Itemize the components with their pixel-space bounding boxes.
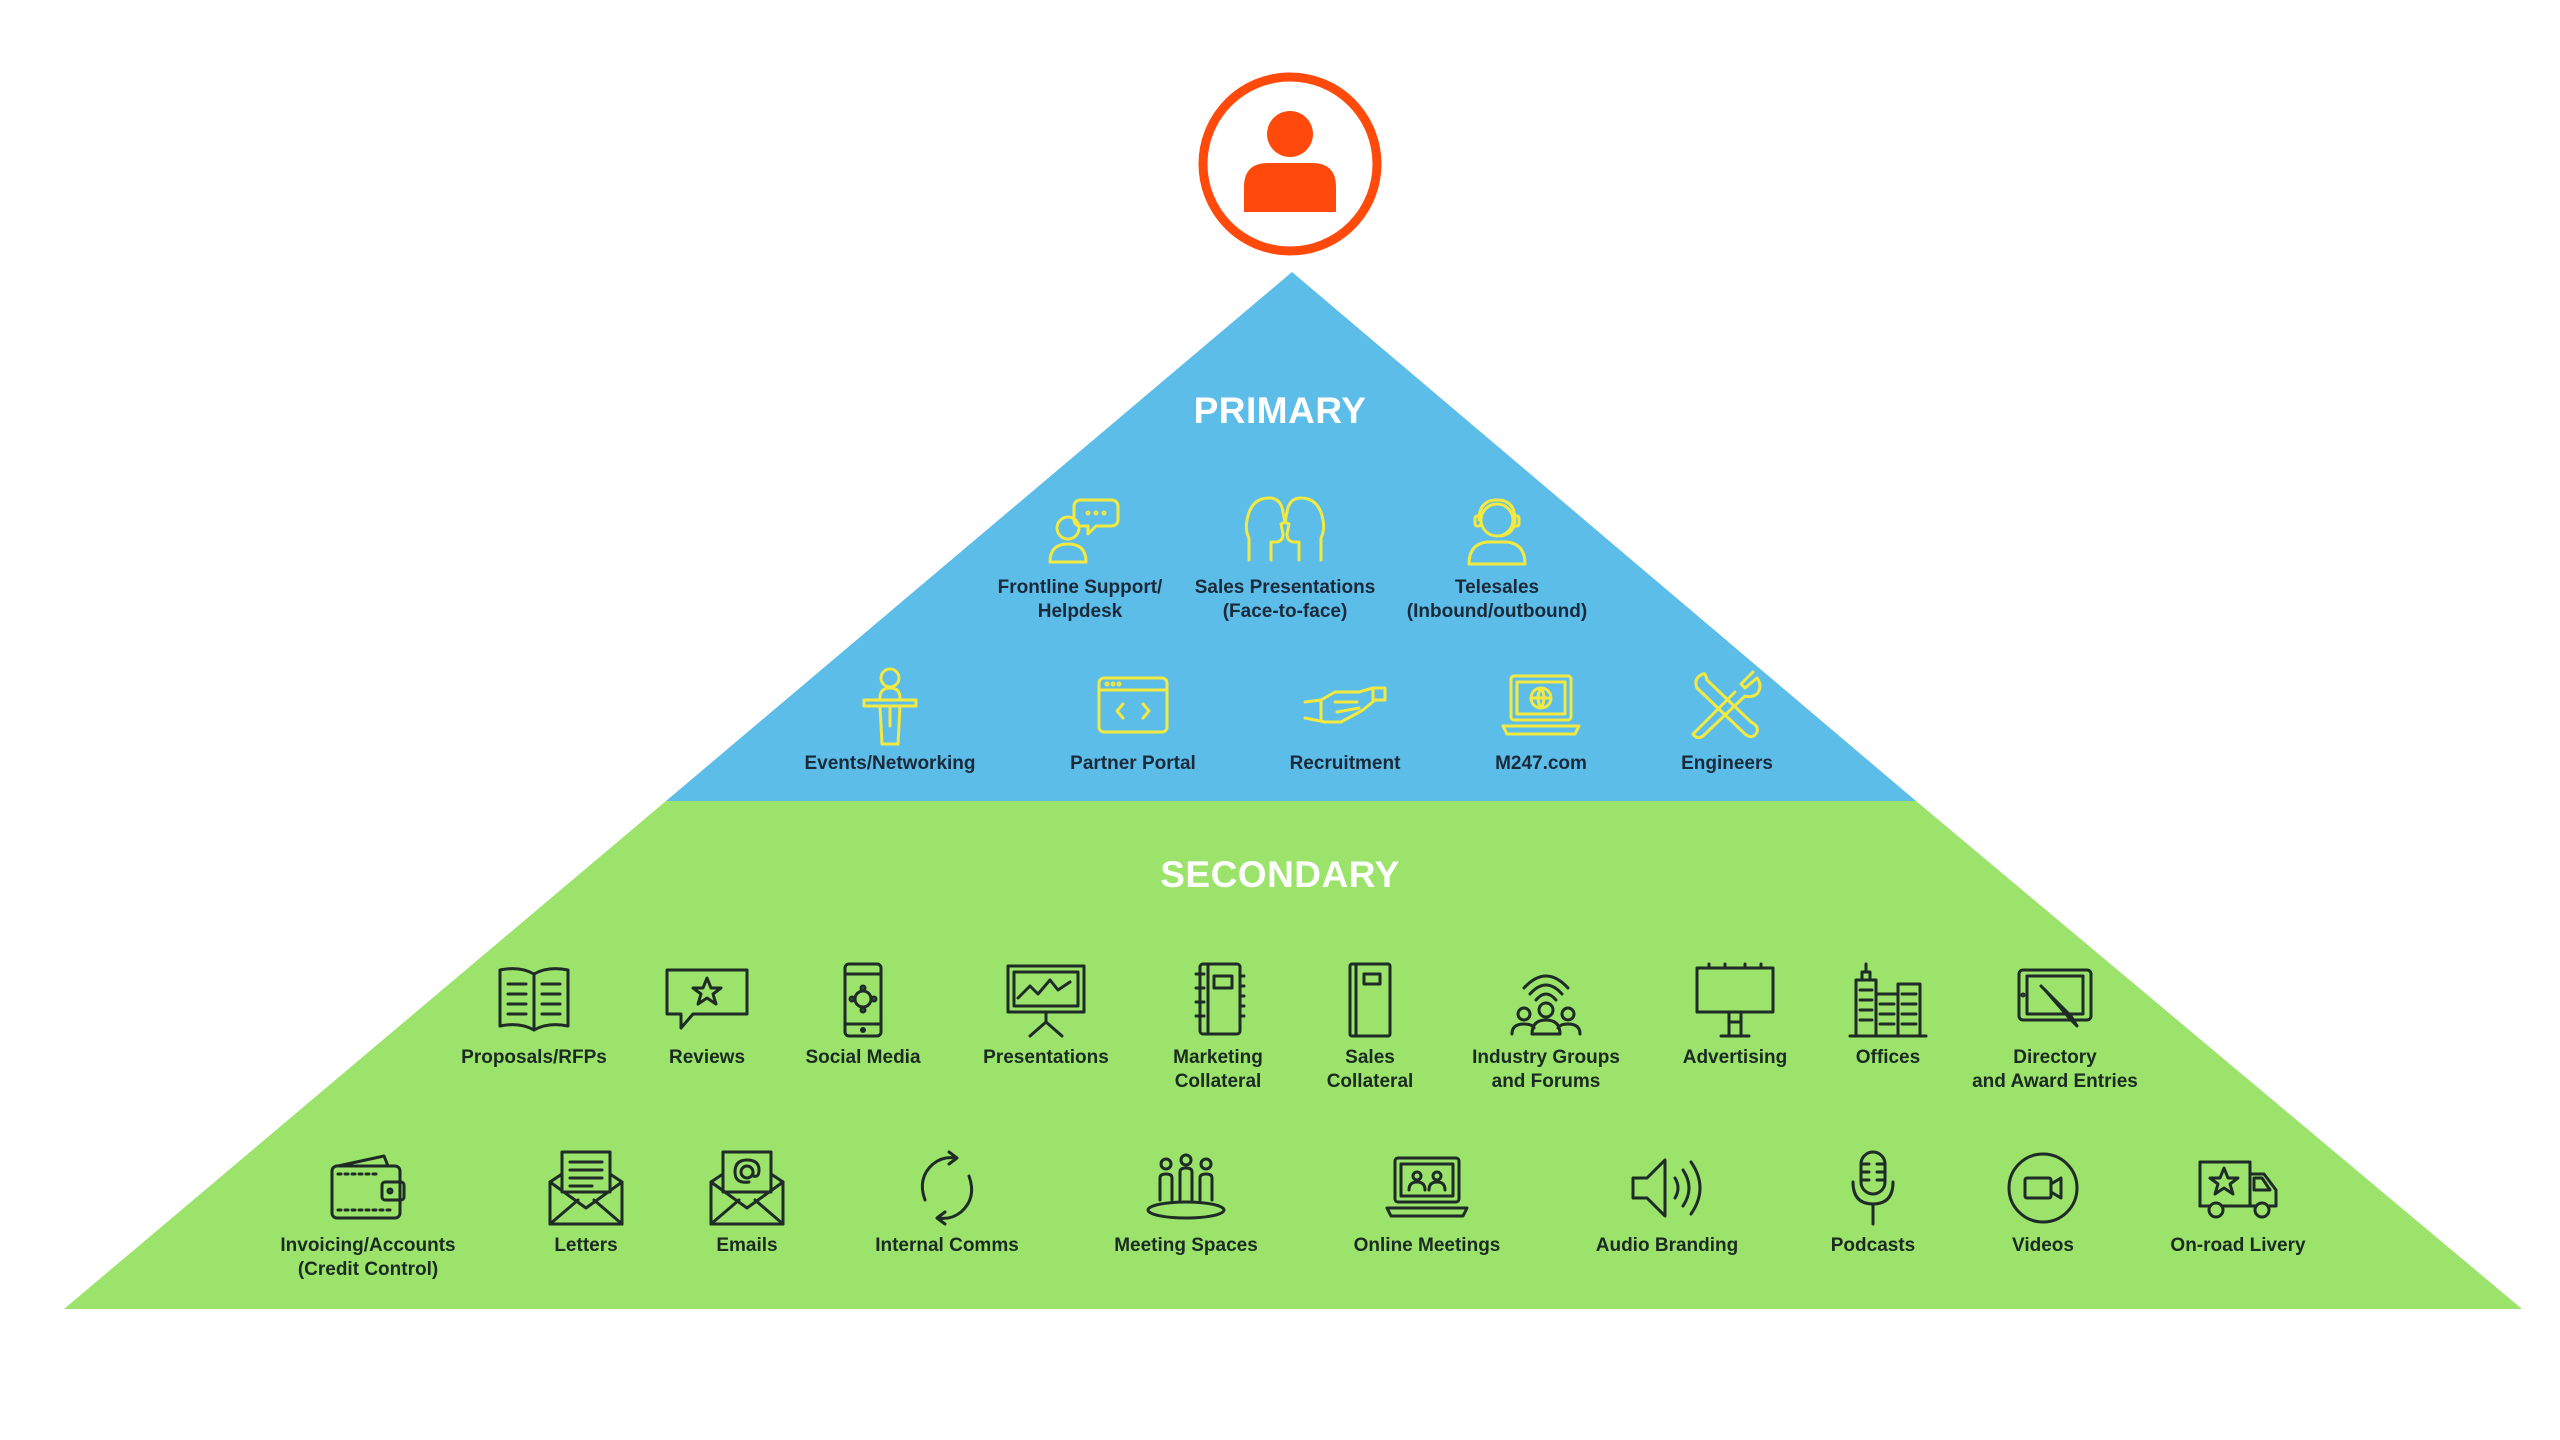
primary-item-partner-portal: Partner Portal — [1013, 666, 1253, 776]
billboard-icon — [1695, 962, 1775, 1038]
primary-item-telesales: Telesales (Inbound/outbound) — [1377, 490, 1617, 624]
secondary-item-directory: Directory and Award Entries — [1935, 960, 2175, 1094]
item-label: Videos — [2012, 1235, 2074, 1256]
secondary-item-on-road-livery: On-road Livery — [2118, 1148, 2358, 1258]
item-label: Events/Networking — [804, 753, 976, 774]
item-label: Advertising — [1682, 1047, 1788, 1068]
laptop-video-call-icon — [1385, 1156, 1469, 1218]
secondary-item-industry-groups: Industry Groups and Forums — [1426, 960, 1666, 1094]
microphone-icon — [1851, 1150, 1895, 1226]
email-at-icon — [709, 1150, 785, 1226]
secondary-item-podcasts: Podcasts — [1753, 1148, 1993, 1258]
primary-item-frontline-support: Frontline Support/ Helpdesk — [960, 490, 1200, 624]
primary-item-events-networking: Events/Networking — [770, 666, 1010, 776]
secondary-item-reviews: Reviews — [587, 960, 827, 1070]
book-icon — [498, 967, 570, 1032]
secondary-item-emails: Emails — [627, 1148, 867, 1258]
primary-item-sales-presentations: Sales Presentations (Face-to-face) — [1165, 490, 1405, 624]
item-label: Sales Presentations (Face-to-face) — [1194, 577, 1376, 622]
group-broadcast-icon — [1510, 974, 1582, 1036]
item-label: Online Meetings — [1353, 1235, 1501, 1256]
person-icon — [1198, 72, 1382, 256]
item-label: Audio Branding — [1595, 1235, 1739, 1256]
secondary-item-marketing-collateral: Marketing Collateral — [1098, 960, 1338, 1094]
secondary-item-social-media: Social Media — [743, 960, 983, 1070]
folder-icon — [1348, 962, 1392, 1038]
van-star-icon — [2198, 1160, 2278, 1219]
primary-tier — [666, 272, 1916, 801]
item-label: Reviews — [668, 1047, 746, 1068]
primary-title: PRIMARY — [1193, 390, 1367, 431]
item-label: Letters — [554, 1235, 618, 1256]
refresh-cycle-icon — [920, 1150, 974, 1226]
item-label: Sales Collateral — [1326, 1047, 1414, 1092]
item-label: On-road Livery — [2170, 1235, 2306, 1256]
buildings-icon — [1848, 962, 1928, 1038]
wallet-icon — [330, 1154, 406, 1220]
item-label: Partner Portal — [1070, 753, 1196, 774]
item-label: M247.com — [1495, 753, 1587, 774]
support-chat-icon — [1048, 498, 1120, 564]
item-label: Emails — [716, 1235, 778, 1256]
item-label: Industry Groups and Forums — [1472, 1047, 1620, 1092]
tablet-pen-icon — [2017, 968, 2093, 1028]
item-label: Invoicing/Accounts (Credit Control) — [280, 1235, 456, 1280]
primary-item-engineers: Engineers — [1607, 666, 1847, 776]
secondary-item-letters: Letters — [466, 1148, 706, 1258]
item-label: Directory and Award Entries — [1972, 1047, 2138, 1092]
browser-code-icon — [1097, 676, 1169, 734]
tools-icon — [1691, 670, 1762, 740]
item-label: Social Media — [805, 1047, 921, 1068]
notebook-icon — [1194, 962, 1246, 1036]
handshake-icon — [1303, 686, 1387, 724]
secondary-item-audio-branding: Audio Branding — [1547, 1148, 1787, 1258]
speaker-podium-icon — [862, 667, 918, 746]
secondary-item-advertising: Advertising — [1615, 960, 1855, 1070]
smartphone-icon — [843, 962, 883, 1038]
laptop-globe-icon — [1501, 674, 1581, 736]
face-to-face-icon — [1244, 496, 1326, 562]
item-label: Offices — [1855, 1047, 1921, 1068]
item-label: Frontline Support/ Helpdesk — [997, 577, 1163, 622]
secondary-item-proposals: Proposals/RFPs — [414, 960, 654, 1070]
item-label: Telesales (Inbound/outbound) — [1406, 577, 1588, 622]
primary-item-m247com: M247.com — [1421, 666, 1661, 776]
secondary-title: SECONDARY — [1160, 854, 1400, 895]
item-label: Meeting Spaces — [1114, 1235, 1258, 1256]
secondary-item-online-meetings: Online Meetings — [1307, 1148, 1547, 1258]
secondary-tier — [64, 801, 2522, 1309]
secondary-item-presentations: Presentations — [926, 960, 1166, 1070]
item-label: Proposals/RFPs — [461, 1047, 607, 1068]
primary-item-recruitment: Recruitment — [1225, 666, 1465, 776]
speaker-sound-icon — [1631, 1158, 1702, 1218]
item-label: Podcasts — [1830, 1235, 1916, 1256]
item-label: Internal Comms — [875, 1235, 1019, 1256]
letter-envelope-icon — [548, 1150, 624, 1226]
item-label: Recruitment — [1289, 753, 1401, 774]
item-label: Marketing Collateral — [1173, 1047, 1263, 1092]
secondary-item-invoicing: Invoicing/Accounts (Credit Control) — [248, 1148, 488, 1282]
secondary-item-internal-comms: Internal Comms — [827, 1148, 1067, 1258]
presentation-board-icon — [1006, 964, 1086, 1038]
headset-icon — [1467, 498, 1527, 566]
secondary-item-meeting-spaces: Meeting Spaces — [1066, 1148, 1306, 1258]
review-star-icon — [665, 968, 749, 1030]
secondary-item-videos: Videos — [1923, 1148, 2163, 1258]
meeting-people-icon — [1146, 1153, 1226, 1220]
video-camera-icon — [2007, 1152, 2079, 1224]
item-label: Engineers — [1681, 753, 1773, 774]
item-label: Presentations — [983, 1047, 1109, 1068]
secondary-item-offices: Offices — [1768, 960, 2008, 1070]
secondary-item-sales-collateral: Sales Collateral — [1250, 960, 1490, 1094]
